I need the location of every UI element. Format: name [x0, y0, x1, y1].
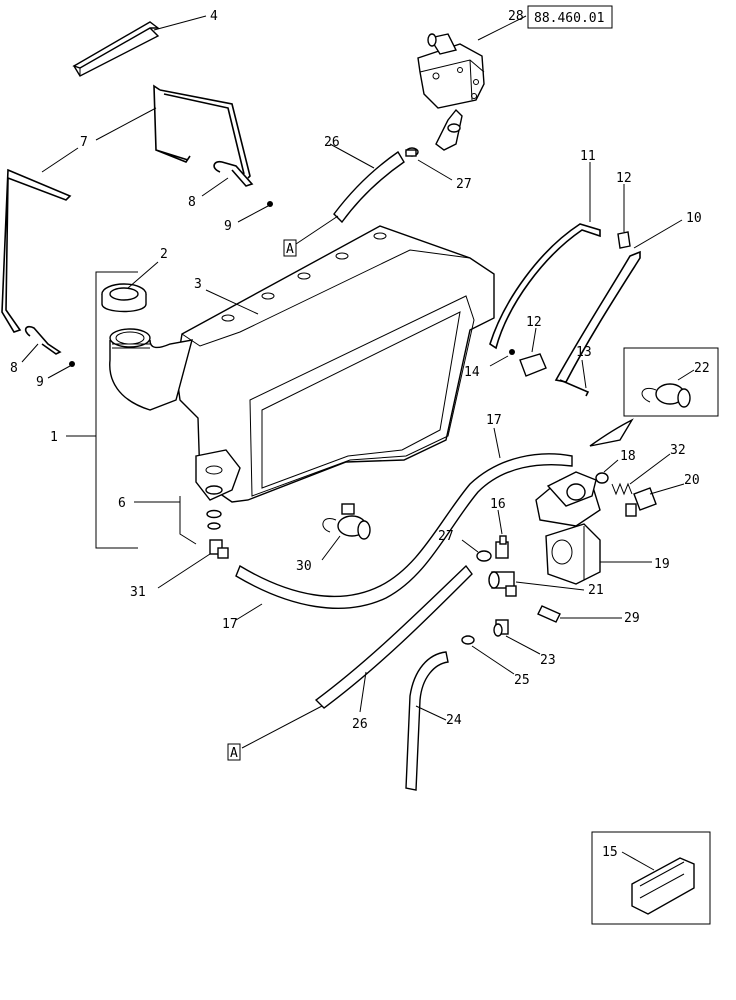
tank-strap [153, 84, 251, 179]
callout-17-lower: 17 [222, 617, 238, 632]
callout-10: 10 [686, 211, 702, 226]
callout-1: 1 [50, 430, 58, 445]
callout-13: 13 [576, 345, 592, 360]
j-bolt-upper [213, 160, 254, 187]
callout-14: 14 [464, 365, 480, 380]
callout-28: 28 [508, 9, 524, 24]
elbow-fitting-16 [495, 535, 509, 559]
connector-marker-upper [283, 239, 297, 257]
drain-fitting [209, 539, 229, 559]
hose-clamp-25 [461, 635, 475, 645]
callout-6: 6 [118, 496, 126, 511]
sight-gauge [195, 449, 241, 530]
inset-fitting-22 [623, 347, 719, 417]
callout-31: 31 [130, 585, 146, 600]
reference-box-label: 88.460.01 [534, 11, 604, 26]
hydraulic-pump [535, 471, 601, 585]
connector-marker-upper-label: A [286, 242, 294, 257]
callout-23: 23 [540, 653, 556, 668]
callout-12-lower: 12 [526, 315, 542, 330]
hose-clamp-upper [405, 147, 419, 157]
callout-4: 4 [210, 9, 218, 24]
quick-coupler-inset [641, 383, 691, 408]
return-hose-upper [333, 150, 405, 224]
hose-clamp-27 [476, 550, 492, 562]
callout-25: 25 [514, 673, 530, 688]
callout-8-upper: 8 [188, 195, 196, 210]
return-hose-lower [314, 564, 473, 709]
callout-17-upper: 17 [486, 413, 502, 428]
callout-9-lower: 9 [36, 375, 44, 390]
callout-26-lower: 26 [352, 717, 368, 732]
nut-upper [267, 201, 273, 207]
callout-27-lower: 27 [438, 529, 454, 544]
tank-strap-left [1, 168, 72, 333]
callout-12-upper: 12 [616, 171, 632, 186]
u-channel-clip [631, 857, 695, 915]
callout-27-upper: 27 [456, 177, 472, 192]
callout-24: 24 [446, 713, 462, 728]
callout-7: 7 [80, 135, 88, 150]
callout-30: 30 [296, 559, 312, 574]
pad-strip [72, 21, 161, 77]
clip-upper [617, 231, 631, 249]
callout-32: 32 [670, 443, 686, 458]
callout-11: 11 [580, 149, 596, 164]
reference-box [527, 5, 613, 29]
drain-hose [405, 651, 449, 791]
connector-marker-lower [227, 743, 241, 761]
nut-14 [509, 349, 515, 355]
oring-18 [595, 472, 609, 484]
quick-coupler [322, 503, 371, 540]
callout-19: 19 [654, 557, 670, 572]
callout-8-lower: 8 [10, 361, 18, 376]
valve-block [417, 33, 485, 151]
filler-cap [101, 283, 147, 313]
fitting-23 [493, 619, 509, 637]
callout-9-upper: 9 [224, 219, 232, 234]
pump-strap-10 [554, 250, 641, 383]
hydraulic-tank [109, 225, 495, 503]
callout-29: 29 [624, 611, 640, 626]
callout-15: 15 [602, 845, 618, 860]
connector-marker-lower-label: A [230, 746, 238, 761]
callout-22: 22 [694, 361, 710, 376]
suction-hose [235, 453, 573, 609]
callout-26-upper: 26 [324, 135, 340, 150]
inset-pointer [589, 418, 634, 447]
spring-32 [611, 482, 633, 496]
pump-strap-11 [489, 223, 601, 350]
callout-21: 21 [588, 583, 604, 598]
nut-lower [69, 361, 75, 367]
callout-3: 3 [194, 277, 202, 292]
callout-20: 20 [684, 473, 700, 488]
bracket-lower [519, 353, 547, 377]
sensor-29 [537, 605, 561, 623]
bolt-13 [559, 379, 590, 397]
tee-fitting-21 [488, 571, 517, 597]
fitting-20 [625, 487, 657, 517]
j-bolt-lower [24, 325, 62, 355]
callout-18: 18 [620, 449, 636, 464]
callout-16: 16 [490, 497, 506, 512]
assembly-bracket [95, 271, 138, 549]
callout-2: 2 [160, 247, 168, 262]
